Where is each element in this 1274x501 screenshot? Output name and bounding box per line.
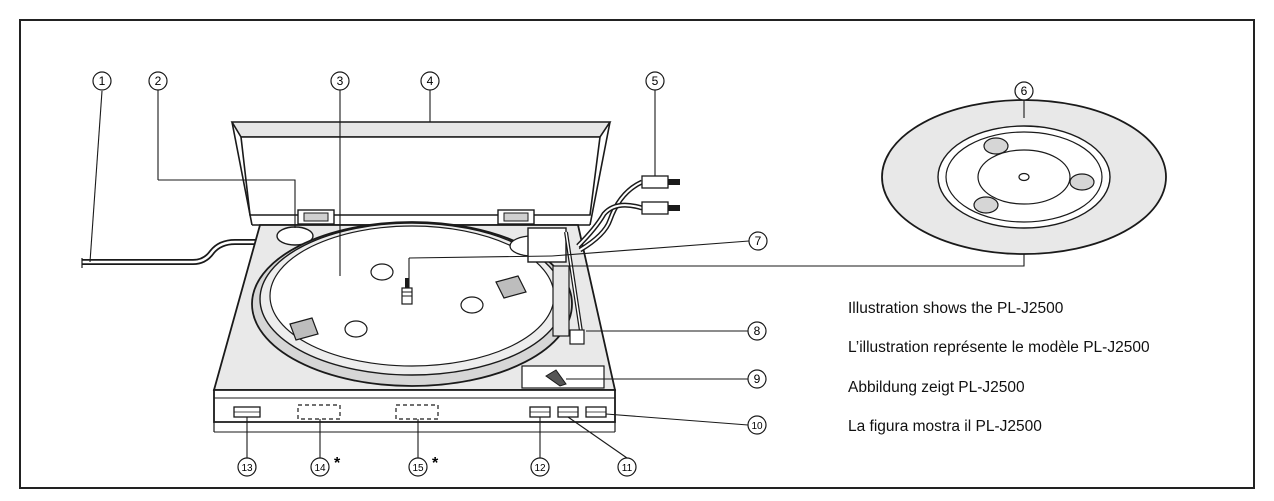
caption-english: Illustration shows the PL-J2500 <box>848 300 1064 317</box>
callout-1: 1 <box>92 71 112 91</box>
callout-11: 11 <box>617 457 637 477</box>
svg-text:4: 4 <box>427 74 434 88</box>
platter <box>251 221 573 387</box>
lift-lever <box>521 365 605 389</box>
svg-text:14: 14 <box>314 463 326 474</box>
svg-text:15: 15 <box>412 463 424 474</box>
svg-text:8: 8 <box>754 324 761 338</box>
callout-4: 4 <box>420 71 440 91</box>
svg-text:5: 5 <box>652 74 659 88</box>
output-cables <box>576 175 680 253</box>
svg-text:7: 7 <box>755 234 762 248</box>
figure-frame <box>19 19 1255 489</box>
svg-text:2: 2 <box>155 74 162 88</box>
svg-text:13: 13 <box>241 463 253 474</box>
asterisk-mark: * <box>334 455 341 472</box>
callout-5: 5 <box>645 71 665 91</box>
callout-14: 14 * <box>310 455 341 477</box>
asterisk-mark: * <box>432 455 439 472</box>
svg-text:11: 11 <box>622 463 633 474</box>
callout-12: 12 <box>530 457 550 477</box>
leader-lines <box>89 90 1025 459</box>
caption-german: Abbildung zeigt PL-J2500 <box>848 379 1025 396</box>
callout-2: 2 <box>148 71 168 91</box>
caption-french: L’illustration représente le modèle PL-J… <box>848 339 1150 356</box>
svg-text:6: 6 <box>1021 84 1028 98</box>
callout-6: 6 <box>1014 81 1034 101</box>
callout-3: 3 <box>330 71 350 91</box>
turntable-mat <box>881 99 1167 255</box>
rca-plug-upper <box>641 175 669 189</box>
callout-13: 13 <box>237 457 257 477</box>
hinge-left <box>297 209 335 225</box>
callout-9: 9 <box>747 369 767 389</box>
caption-italian: La figura mostra il PL-J2500 <box>848 418 1042 435</box>
callout-10: 10 <box>747 415 767 435</box>
hinge-right <box>497 209 535 225</box>
dust-cover <box>230 121 612 226</box>
callout-15: 15 * <box>408 455 439 477</box>
svg-text:12: 12 <box>534 463 546 474</box>
svg-text:10: 10 <box>751 421 763 432</box>
rca-plug-lower <box>641 201 669 215</box>
svg-text:3: 3 <box>337 74 344 88</box>
callout-7: 7 <box>748 231 768 251</box>
svg-text:9: 9 <box>754 372 761 386</box>
callout-8: 8 <box>747 321 767 341</box>
svg-text:1: 1 <box>99 74 106 88</box>
